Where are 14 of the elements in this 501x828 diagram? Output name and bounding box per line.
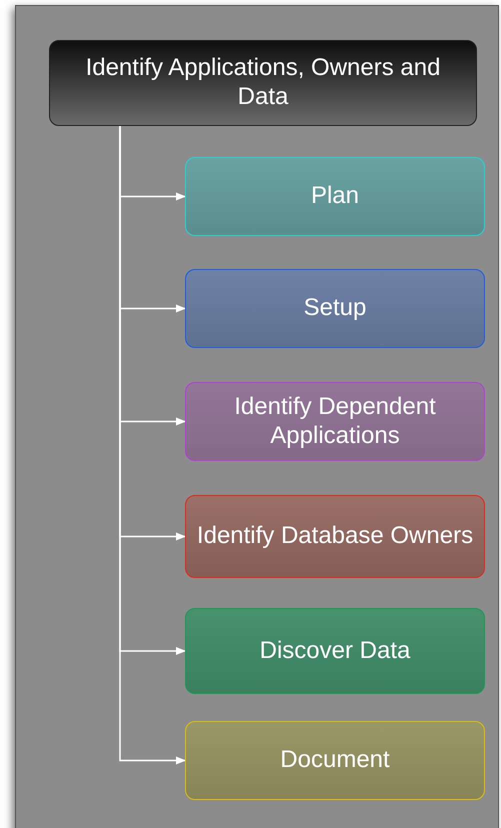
node-label: Identify Dependent Applications bbox=[233, 392, 437, 450]
node-label: Discover Data bbox=[260, 636, 410, 666]
node-label: Identify Database Owners bbox=[196, 522, 474, 551]
node-label: Document bbox=[280, 746, 390, 775]
node-label: Identify Applications, Owners and Data bbox=[84, 54, 442, 112]
node-label: Plan bbox=[310, 182, 360, 211]
header-box bbox=[49, 40, 477, 126]
process-box bbox=[185, 157, 485, 236]
node-label: Setup bbox=[304, 294, 366, 323]
process-box bbox=[185, 495, 485, 578]
process-box bbox=[185, 269, 485, 348]
process-box bbox=[185, 608, 485, 694]
process-box bbox=[185, 382, 485, 461]
process-box bbox=[185, 721, 485, 800]
